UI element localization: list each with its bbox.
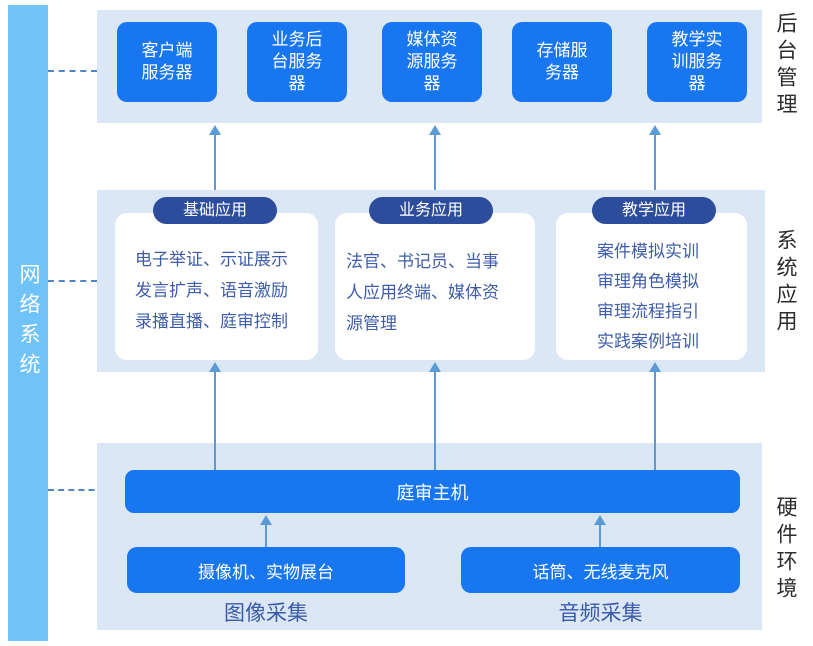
server-box-media-resource: 媒体资 源服务 器 <box>382 22 482 102</box>
network-system-label: 网络系统 <box>17 263 40 383</box>
card-basic-applications <box>115 213 318 360</box>
server-box-client: 客户端 服务器 <box>117 22 217 102</box>
dashed-connector-backend <box>48 70 97 72</box>
arrow-up-icon <box>209 125 221 190</box>
dashed-connector-applications <box>48 280 97 282</box>
court-host-bar: 庭审主机 <box>125 470 740 513</box>
arrow-up-icon <box>429 362 441 470</box>
arrow-up-icon <box>594 515 606 547</box>
caption-image-capture: 图像采集 <box>224 602 308 625</box>
arrow-up-icon <box>649 125 661 190</box>
side-label-hardware-environment: 硬件环境 <box>774 496 797 604</box>
server-box-teaching-training: 教学实 训服务 器 <box>647 22 747 102</box>
card-teaching-applications-text: 案件模拟实训 审理角色模拟 审理流程指引 实践案例培训 <box>597 242 699 351</box>
pill-business-applications: 业务应用 <box>369 197 493 224</box>
arrow-up-icon <box>649 362 661 470</box>
side-label-system-applications: 系统应用 <box>774 229 797 337</box>
arrow-up-icon <box>429 125 441 190</box>
device-box-camera: 摄像机、实物展台 <box>127 547 405 593</box>
card-business-applications-text: 法官、书记员、当事 人应用终端、媒体资 源管理 <box>346 252 499 333</box>
pill-basic-applications: 基础应用 <box>153 197 277 224</box>
arrow-up-icon <box>209 362 221 470</box>
device-box-microphone: 话筒、无线麦克风 <box>461 547 740 593</box>
side-label-backend-management: 后台管理 <box>774 12 797 120</box>
network-system-bar: 网络系统 <box>8 5 48 641</box>
server-box-storage: 存储服 务器 <box>512 22 612 102</box>
arrow-up-icon <box>260 515 272 547</box>
caption-audio-capture: 音频采集 <box>558 602 643 625</box>
card-basic-applications-text: 电子举证、示证展示 发言扩声、语音激励 录播直播、庭审控制 <box>135 250 288 331</box>
card-business-applications <box>335 213 535 360</box>
dashed-connector-hardware <box>48 489 125 491</box>
server-box-business-backend: 业务后 台服务 器 <box>247 22 347 102</box>
pill-teaching-applications: 教学应用 <box>592 197 716 224</box>
card-teaching-applications <box>556 213 747 360</box>
